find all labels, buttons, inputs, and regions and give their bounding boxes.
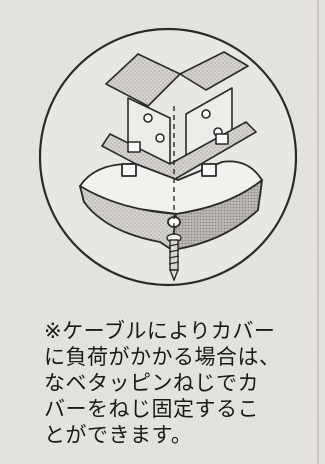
corner-cover-icon [79,160,263,251]
corner-base-icon [101,51,257,183]
note-text: ※ケーブルによりカバー に負荷がかかる場合は、 なベタッピンねじでカ バーをねじ… [44,319,281,447]
tapping-screw-icon [166,233,182,282]
product-illustration [38,27,298,287]
page-edge-line [317,0,319,464]
